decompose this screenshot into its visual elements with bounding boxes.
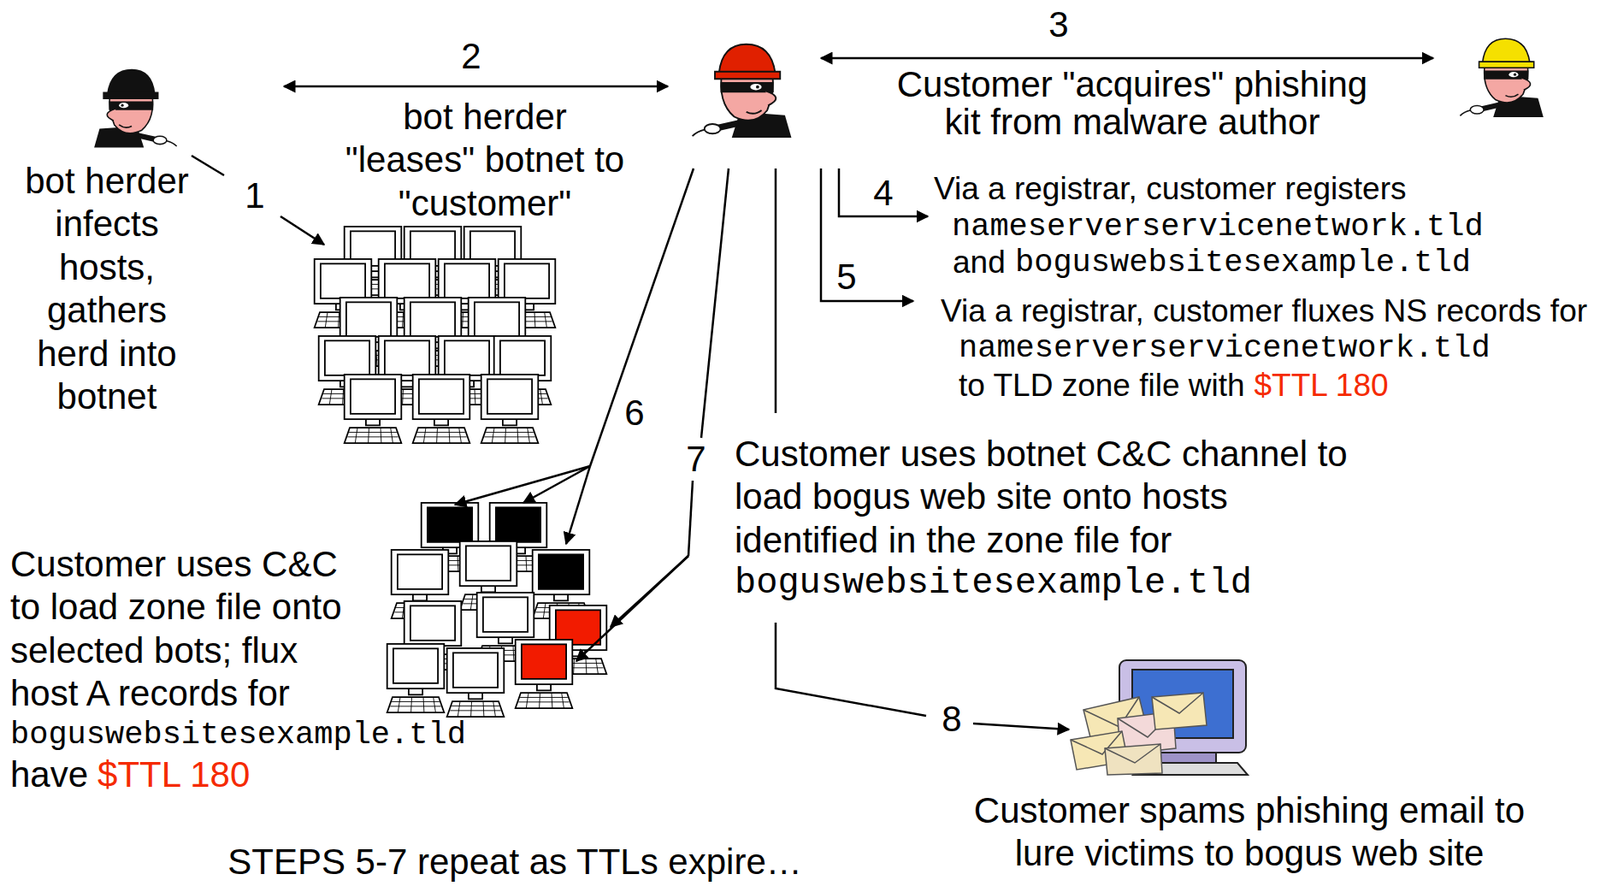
spam-computer — [1070, 660, 1248, 775]
drawing-part — [1151, 692, 1204, 714]
ttl-value: $TTL 180 — [1254, 366, 1389, 405]
botnet-cluster — [387, 502, 608, 717]
step-text: Via a registrar, customer registers — [933, 170, 1406, 208]
step-number: 1 — [244, 174, 265, 218]
drawing-part — [701, 168, 729, 438]
computer-icon — [344, 374, 402, 443]
computer-icon — [515, 639, 573, 709]
connector-lines — [191, 58, 1434, 730]
botnet-cluster — [314, 226, 556, 443]
domain-name: boguswebsitesexample.tld — [10, 715, 467, 754]
step-number: 6 — [624, 391, 644, 435]
step-number: 7 — [685, 437, 706, 481]
drawing-part — [692, 44, 792, 138]
drawing-part — [283, 85, 668, 89]
step-text: Customer uses botnet C&C channel to load… — [734, 432, 1368, 562]
drawing-part — [454, 466, 591, 505]
step-text: and — [952, 243, 1006, 282]
footer-note: STEPS 5-7 repeat as TTLs expire… — [227, 840, 803, 884]
drawing-part — [775, 622, 927, 716]
computer-icon — [387, 643, 445, 713]
drawing-part — [1151, 692, 1207, 730]
step-number: 2 — [460, 35, 481, 78]
drawing-part — [191, 155, 225, 176]
domain-name: boguswebsitesexample.tld — [1015, 243, 1471, 282]
step-text: Customer spams phishing email to lure vi… — [958, 789, 1541, 876]
step-number: 4 — [873, 171, 893, 215]
step-text: bot herder infects hosts, gathers herd i… — [17, 159, 197, 419]
step-number: 5 — [836, 255, 857, 299]
step-number: 8 — [941, 697, 962, 741]
domain-name: boguswebsitesexample.tld — [734, 561, 1252, 605]
step-text: to TLD zone file with — [958, 366, 1246, 405]
domain-name: nameserverservicenetwork.tld — [958, 329, 1491, 367]
drawing-part — [590, 168, 694, 467]
hacker-figures — [94, 38, 1544, 148]
step-number: 3 — [1048, 3, 1069, 47]
ttl-value: $TTL 180 — [97, 753, 250, 797]
drawing-part — [688, 480, 693, 556]
step-text: have — [10, 753, 89, 797]
computer-icon — [447, 648, 505, 717]
drawing-part — [820, 168, 914, 302]
drawing-part — [838, 168, 928, 217]
domain-name: nameserverservicenetwork.tld — [951, 207, 1484, 246]
drawing-part — [820, 57, 1434, 60]
drawing-part — [973, 723, 1069, 730]
computer-icon — [481, 374, 539, 443]
drawing-part — [94, 70, 178, 148]
step-text: Via a registrar, customer fluxes NS reco… — [940, 292, 1588, 331]
drawing-part — [1070, 692, 1207, 775]
drawing-part — [1459, 38, 1543, 118]
drawing-part — [1104, 743, 1163, 775]
drawing-part — [576, 555, 689, 662]
step-text: Customer "acquires" phishing kit from ma… — [886, 65, 1379, 142]
drawing-part — [1104, 743, 1161, 763]
drawing-part — [280, 216, 325, 245]
computer-icon — [413, 374, 471, 443]
drawing-part — [774, 168, 778, 414]
step-text: Customer uses C&C to load zone file onto… — [10, 543, 370, 716]
step-text: bot herder "leases" botnet to "customer" — [339, 95, 631, 225]
drawing-part — [566, 466, 591, 544]
